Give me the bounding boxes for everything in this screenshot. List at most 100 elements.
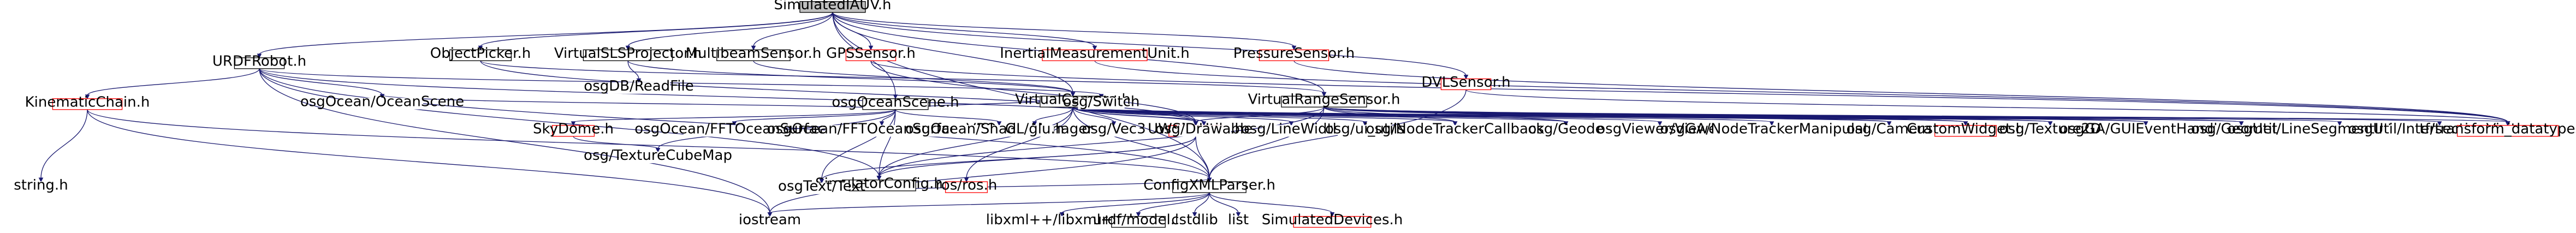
node-list[interactable]: list [1226, 212, 1251, 228]
node-box [799, 1, 866, 13]
node-vrange[interactable]: VirtualRangeSensor.h [1248, 92, 1400, 108]
node-label: MultibeamSensor.h [686, 45, 822, 62]
node-oceanscene[interactable]: osgOceanScene.h [832, 94, 959, 110]
node-geometry[interactable]: osg/Geometry [2191, 121, 2292, 137]
node-label: osgOcean/FFTOceanSurface [634, 121, 834, 137]
node-nodetrack[interactable]: osg/NodeTrackerCallback [1366, 121, 1545, 137]
node-oceanscene2[interactable]: osgOcean/OceanScene [300, 93, 464, 110]
node-box [862, 98, 929, 110]
edge-vrange-to-geode [1323, 106, 1569, 126]
edge-line [753, 61, 1073, 93]
edge-line [87, 68, 260, 96]
edge-configxml-to-simdevices [1209, 192, 1335, 217]
edge-line [573, 109, 896, 123]
node-objpick[interactable]: ObjectPicker.h [430, 45, 531, 62]
node-guieventhandler[interactable]: osgGA/GUIEventHandler [2059, 121, 2233, 137]
edge-arrowhead [1463, 74, 1469, 80]
node-label: KinematicChain.h [25, 94, 150, 110]
edge-configxml-to-urdfmodel [1136, 192, 1210, 217]
node-label: VirtualRangeSensor.h [1248, 92, 1400, 108]
edge-line [627, 12, 833, 47]
node-urdf[interactable]: URDFRobot.h [212, 53, 306, 69]
node-texture2d[interactable]: osg/Texture2D [1999, 121, 2101, 137]
edge-line [821, 109, 896, 180]
node-fftsurf[interactable]: osgOcean/FFTOceanSurface [634, 121, 834, 137]
edge-line [1034, 107, 1073, 123]
node-box [750, 216, 790, 228]
node-glu[interactable]: GL/glu.h [1005, 121, 1064, 137]
node-box [1440, 78, 1492, 91]
edge-line [573, 136, 658, 150]
node-customwidget[interactable]: CustomWidget.h [1907, 121, 2025, 137]
edge-line [769, 136, 1196, 213]
edge-line [870, 60, 2508, 123]
node-label: ConfigXMLParser.h [1143, 177, 1275, 193]
node-root[interactable]: SimulatedIAUV.h [774, 0, 891, 13]
edge-arrowhead [1111, 121, 1117, 126]
node-vec3[interactable]: osg/Vec3 [1082, 121, 1145, 137]
edge-line [832, 12, 1295, 47]
node-dvl[interactable]: DVLSensor.h [1421, 74, 1510, 91]
node-label: osg/LineWidth [1241, 121, 1342, 137]
edge-vcamera-to-glu [1032, 107, 1073, 126]
edge-vrange-to-tftransform [1323, 106, 2510, 126]
edge-line [734, 109, 896, 123]
node-imu[interactable]: InertialMeasurementUnit.h [1000, 45, 1190, 62]
node-label: GL/glu.h [1005, 121, 1064, 137]
node-urdfmodel[interactable]: urdf/model.h [1093, 212, 1184, 228]
node-camera[interactable]: osg/Camera [1847, 121, 1932, 137]
edge-line [1072, 107, 1210, 178]
node-label: SimulatedDevices.h [1262, 212, 1403, 228]
node-stringh[interactable]: string.h [14, 177, 68, 193]
edge-arrowhead [571, 121, 576, 126]
node-box [551, 125, 595, 137]
edge-line [1209, 192, 1333, 214]
node-drawable[interactable]: osg/Drawable [1155, 121, 1253, 137]
node-label: SimulatedIAUV.h [774, 0, 891, 13]
node-linewidth[interactable]: osg/LineWidth [1241, 121, 1342, 137]
edge-line [259, 68, 383, 95]
node-cstdlib[interactable]: cstdlib [1171, 212, 1218, 228]
node-box [716, 49, 791, 61]
node-pressure[interactable]: PressureSensor.h [1233, 45, 1355, 62]
node-kinchain[interactable]: KinematicChain.h [25, 94, 150, 110]
edge-arrowhead [478, 45, 483, 51]
node-simdevices[interactable]: SimulatedDevices.h [1262, 212, 1403, 228]
edge-line [1195, 106, 1325, 123]
node-texcube[interactable]: osg/TextureCubeMap [584, 147, 732, 164]
node-box [845, 49, 897, 61]
node-readfile[interactable]: osgDB/ReadFile [584, 78, 693, 94]
edge-objpick-to-vrange [480, 60, 1327, 97]
node-configxml[interactable]: ConfigXMLParser.h [1143, 177, 1275, 193]
node-viewer[interactable]: osgViewer/Viewer [1596, 121, 1723, 137]
node-rosinc[interactable]: ros/ros.h [936, 177, 998, 193]
node-osgutils[interactable]: osg/ui_utils [1325, 121, 1405, 137]
node-label: osg/ui_utils [1325, 121, 1405, 137]
edge-urdf-to-iostream [259, 68, 773, 217]
edge-line [1138, 192, 1210, 213]
node-text[interactable]: osgText/Text [778, 178, 865, 195]
node-geode[interactable]: osg/Geode [1528, 121, 1604, 137]
node-nodetrackmanip[interactable]: osgGA/NodeTrackerManipulator [1660, 121, 1884, 137]
edge-line [1323, 106, 1566, 123]
edge-oceanscene-to-shadermgr [895, 109, 1002, 126]
node-gps[interactable]: GPSSensor.h [826, 45, 916, 62]
node-skydome[interactable]: SkyDome.h [533, 121, 614, 137]
edge-urdf-to-kinchain [85, 68, 260, 99]
node-oswitch[interactable]: osg/Switch [1063, 93, 1140, 110]
node-shadermgr[interactable]: osgOcean/ShaderManager [905, 121, 1093, 137]
node-multibeam[interactable]: MultibeamSensor.h [686, 45, 822, 62]
node-iostream[interactable]: iostream [739, 212, 801, 228]
edge-configxml-to-libxml [1059, 192, 1210, 217]
edge-line [1195, 136, 1210, 178]
node-box [1934, 125, 1997, 137]
node-box [1259, 49, 1329, 61]
node-box [583, 49, 673, 61]
node-label: ros/ros.h [936, 177, 998, 193]
node-vslproj[interactable]: VirtualSLSProjector.h [554, 45, 702, 62]
edge-line [40, 109, 88, 178]
edge-line [753, 12, 833, 47]
edge-line [259, 68, 880, 177]
